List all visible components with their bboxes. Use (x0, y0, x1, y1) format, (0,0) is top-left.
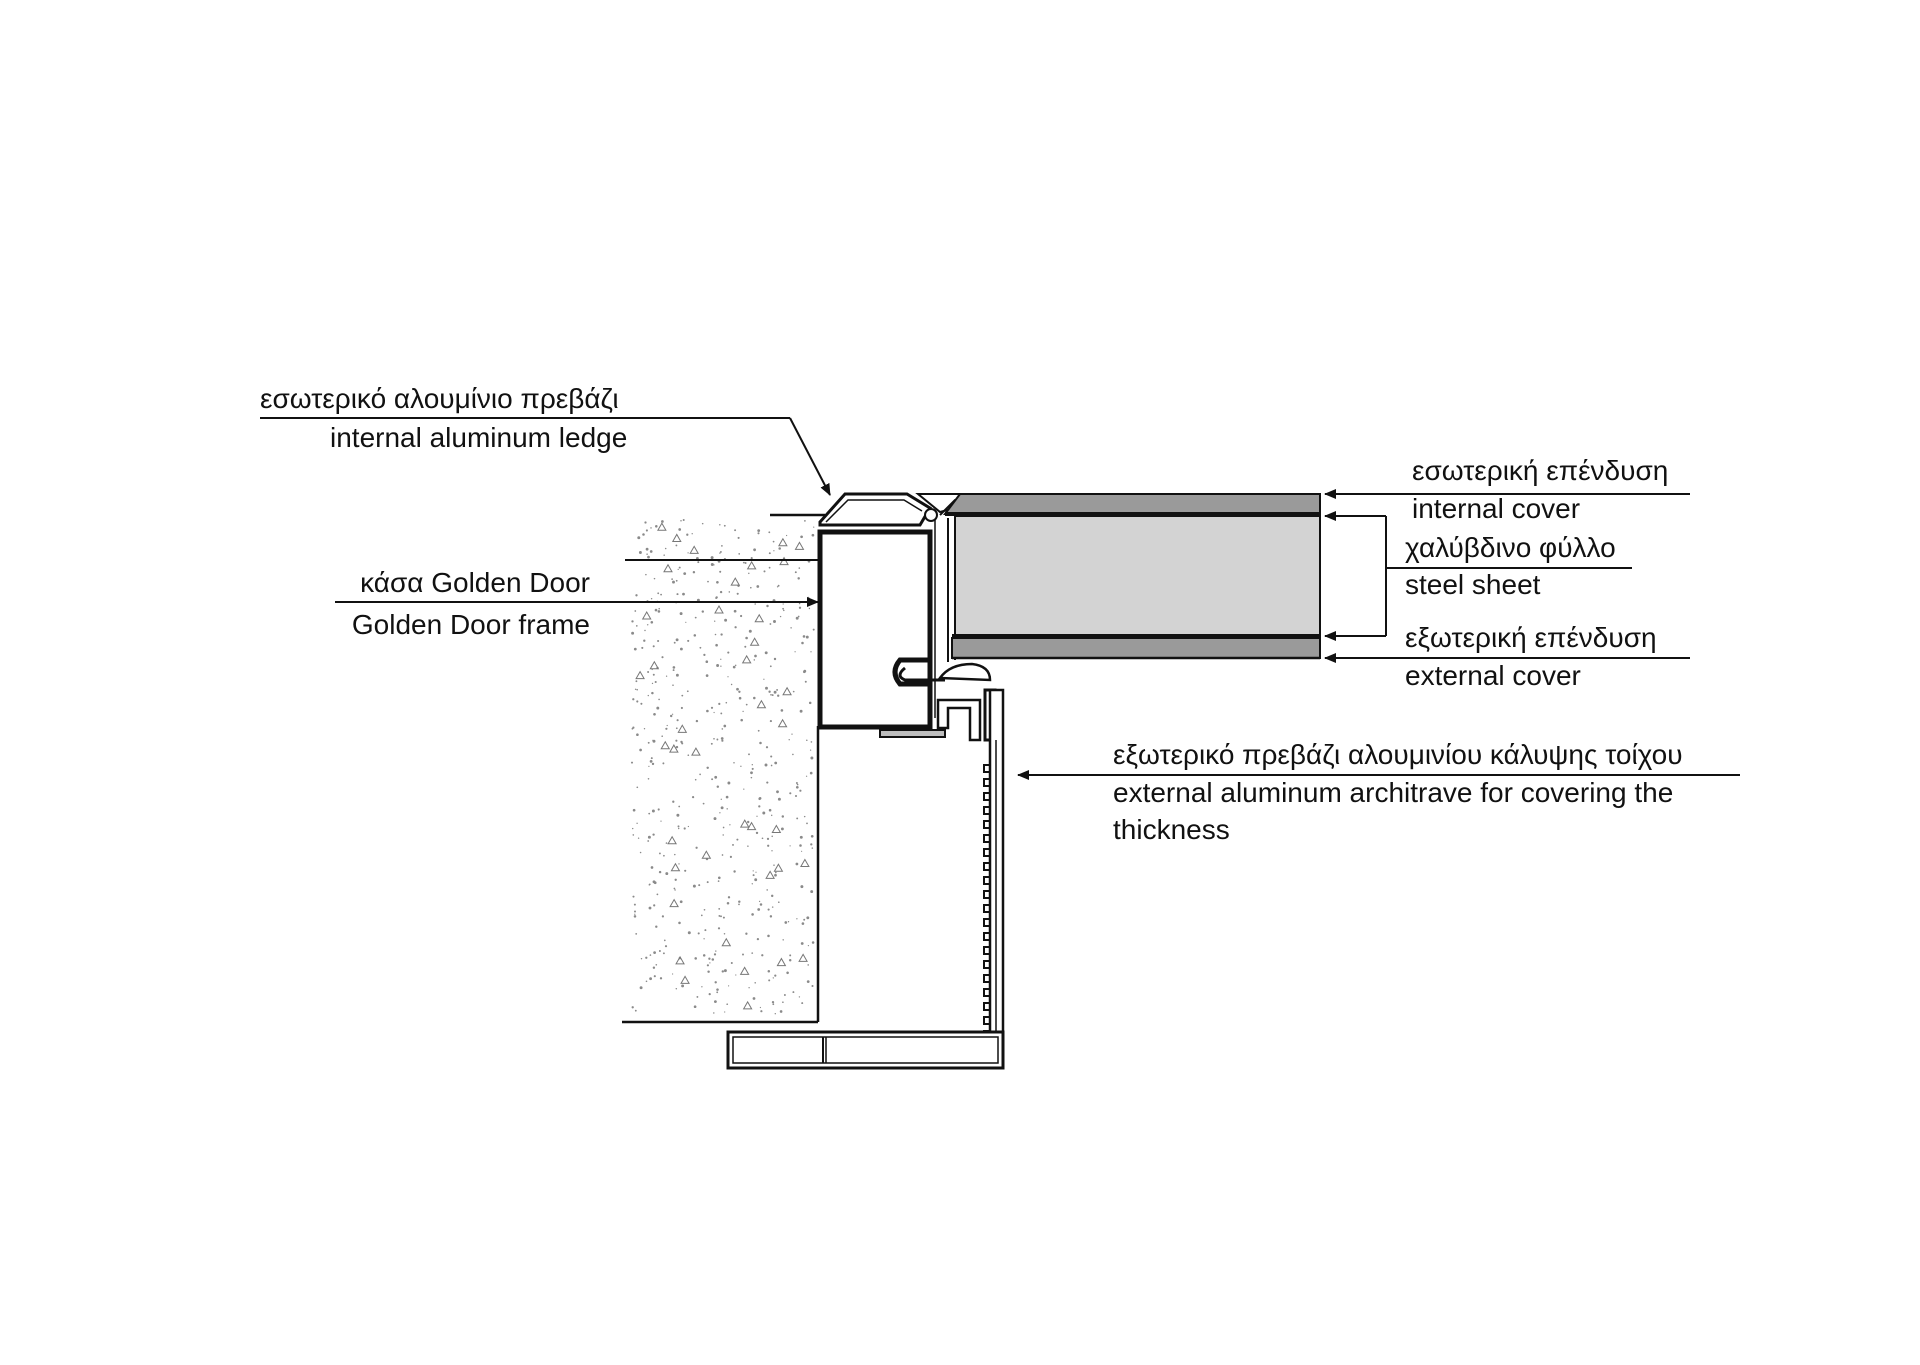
external-cover-label-greek: εξωτερική επένδυση (1405, 622, 1657, 653)
internal-ledge-label-greek: εσωτερικό αλουμίνιο πρεβάζι (260, 383, 619, 414)
external-cover-layer (951, 637, 1321, 659)
external-architrave-label-greek: εξωτερικό πρεβάζι αλουμινίου κάλυψης τοί… (1113, 739, 1683, 770)
wall-masonry (622, 513, 825, 1024)
steel-sheet-core (954, 515, 1321, 637)
internal-ledge-shape (818, 492, 933, 527)
internal-ledge-label-english: internal aluminum ledge (330, 422, 627, 453)
external-architrave-profile (726, 688, 1005, 1070)
frame-label-english: Golden Door frame (352, 609, 590, 640)
steel-sheet-label-greek: χαλύβδινο φύλλο (1405, 532, 1616, 563)
external-architrave-label-english-1: external aluminum architrave for coverin… (1113, 777, 1673, 808)
internal-cover-layer (943, 493, 1321, 515)
steel-sheet-label-english: steel sheet (1405, 569, 1541, 600)
architrave-serrations (983, 764, 990, 1067)
internal-cover-label-english: internal cover (1412, 493, 1580, 524)
external-architrave-label-english-2: thickness (1113, 814, 1230, 845)
frame-profile (817, 520, 945, 730)
external-cover-label-english: external cover (1405, 660, 1581, 691)
door-leaf (943, 493, 1321, 662)
frame-label-greek: κάσα Golden Door (360, 567, 590, 598)
door-seal (937, 662, 992, 682)
labels: εσωτερικό αλουμίνιο πρεβάζι internal alu… (260, 383, 1683, 845)
internal-cover-label-greek: εσωτερική επένδυση (1412, 455, 1668, 486)
wall-speckle-pattern (630, 518, 815, 1015)
leader-lines (260, 417, 1740, 780)
